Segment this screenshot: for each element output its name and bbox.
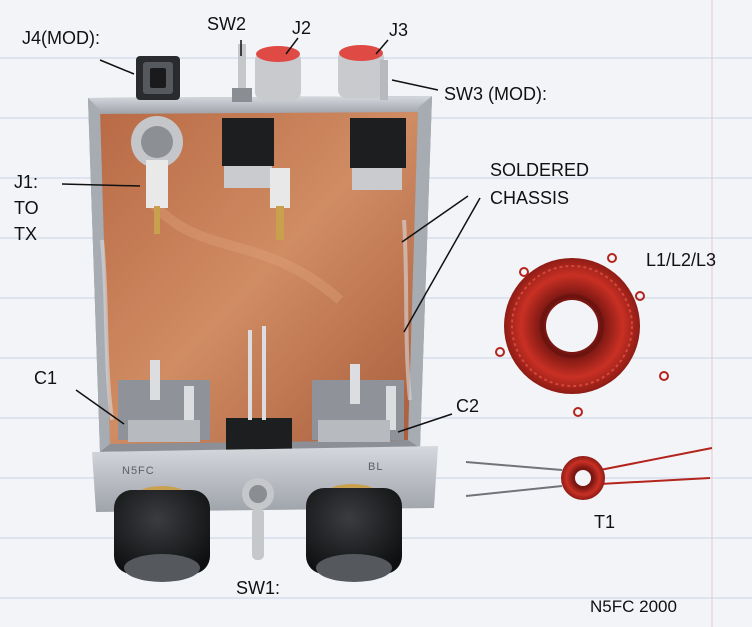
- label-soldered: SOLDERED: [490, 160, 589, 180]
- toroid-l1-l2-l3: [495, 253, 669, 417]
- label-sw1: SW1:: [236, 578, 280, 598]
- label-j2: J2: [292, 18, 311, 38]
- leader-lines: [61, 37, 481, 433]
- chassis: [88, 96, 432, 452]
- label-sw3: SW3 (MOD):: [444, 84, 547, 104]
- front-panel-right-marking: BL: [368, 461, 383, 473]
- label-j1: J1:: [14, 172, 38, 192]
- label-chassis: CHASSIS: [490, 188, 569, 208]
- right-tuning-knob: [306, 484, 402, 582]
- c2-variable-capacitor: [312, 364, 404, 442]
- j1-so239-connector: [131, 116, 183, 234]
- c1-variable-capacitor: [118, 360, 210, 442]
- label-sw2: SW2: [207, 14, 246, 34]
- label-c1: C1: [34, 368, 57, 388]
- sw1-toggle-lever: [242, 478, 274, 560]
- label-j3: J3: [389, 20, 408, 40]
- label-j4: J4(MOD):: [22, 28, 100, 48]
- right-wall: [408, 96, 432, 448]
- left-wall: [88, 98, 110, 452]
- sw2-toggle-switch: [222, 44, 274, 188]
- label-l1-l2-l3: L1/L2/L3: [646, 250, 716, 270]
- copper-floor: [100, 108, 418, 444]
- back-wall: [88, 96, 432, 114]
- labels: J4(MOD): SW2 J2 J3 SW3 (MOD): J1: TO TX …: [14, 14, 716, 616]
- front-panel-left-marking: N5FC: [122, 465, 155, 477]
- transformer-t1: [465, 447, 713, 500]
- j3-jack: [338, 45, 384, 98]
- sw3-toggle-switch: [350, 60, 406, 190]
- j4-bnc-connector: [136, 56, 180, 100]
- label-j1-tx: TX: [14, 224, 37, 244]
- photo-credit: N5FC 2000: [590, 597, 677, 616]
- label-j1-to: TO: [14, 198, 39, 218]
- left-tuning-knob: [114, 486, 210, 582]
- label-t1: T1: [594, 512, 615, 532]
- label-c2: C2: [456, 396, 479, 416]
- sw1-switch-body: [226, 326, 292, 450]
